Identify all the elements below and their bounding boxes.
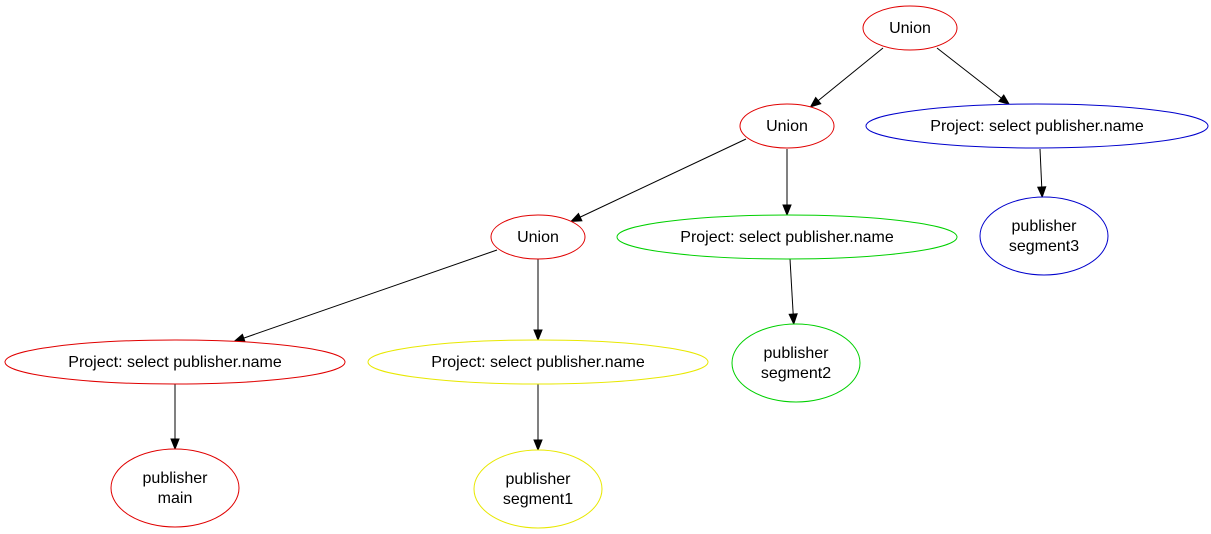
node-union_mid: Union — [739, 103, 835, 149]
arrow-head-icon — [782, 204, 792, 217]
edge-project_seg3-to-publisher_seg3 — [1036, 148, 1047, 199]
edge-union_mid-to-union_low — [569, 138, 747, 222]
node-ellipse — [110, 448, 240, 528]
node-ellipse — [490, 214, 586, 260]
node-publisher_seg1: publisher segment1 — [473, 449, 603, 529]
node-label: Union — [889, 20, 931, 37]
node-label: segment1 — [503, 491, 573, 508]
node-ellipse — [739, 103, 835, 149]
node-publisher_main: publisher main — [110, 448, 240, 528]
node-label: Project: select publisher.name — [930, 118, 1144, 135]
arrow-head-icon — [1036, 186, 1047, 199]
node-ellipse — [862, 5, 958, 51]
node-label: Union — [517, 229, 559, 246]
node-ellipse — [616, 214, 958, 260]
edge-line — [789, 258, 794, 315]
edge-line — [936, 47, 1002, 99]
arrow-head-icon — [997, 94, 1011, 106]
node-ellipse — [4, 339, 346, 385]
node-project_main: Project: select publisher.name — [4, 339, 346, 385]
arrow-head-icon — [533, 329, 543, 342]
arrow-head-icon — [569, 212, 583, 222]
node-label: Union — [766, 118, 808, 135]
edge-line — [1039, 148, 1043, 188]
node-project_seg3: Project: select publisher.name — [865, 103, 1209, 149]
arrow-head-icon — [533, 439, 543, 452]
edge-project_seg1-to-publisher_seg1 — [533, 384, 543, 452]
node-publisher_seg3: publisher segment3 — [979, 196, 1109, 276]
node-project_seg2: Project: select publisher.name — [616, 214, 958, 260]
node-project_seg1: Project: select publisher.name — [367, 339, 709, 385]
edge-line — [243, 249, 498, 339]
node-label: publisher — [764, 345, 830, 362]
node-ellipse — [979, 196, 1109, 276]
edge-project_seg2-to-publisher_seg2 — [788, 258, 798, 326]
node-ellipse — [865, 103, 1209, 149]
node-label: publisher — [1012, 218, 1078, 235]
arrow-head-icon — [233, 333, 246, 343]
edge-union_top-to-union_mid — [809, 47, 884, 108]
arrow-head-icon — [809, 96, 822, 108]
edges-layer — [170, 47, 1047, 452]
node-publisher_seg2: publisher segment2 — [731, 323, 861, 403]
node-label: Project: select publisher.name — [680, 229, 894, 246]
node-ellipse — [731, 323, 861, 403]
arrow-head-icon — [788, 313, 798, 326]
edge-project_main-to-publisher_main — [170, 384, 180, 451]
node-label: publisher — [143, 470, 209, 487]
edge-union_low-to-project_main — [233, 249, 498, 343]
node-ellipse — [473, 449, 603, 529]
edge-line — [817, 47, 884, 102]
edge-union_low-to-project_seg1 — [533, 259, 543, 342]
node-label: publisher — [506, 471, 572, 488]
edge-line — [579, 138, 747, 218]
node-label: Project: select publisher.name — [431, 354, 645, 371]
edge-union_top-to-project_seg3 — [936, 47, 1011, 106]
edge-union_mid-to-project_seg2 — [782, 149, 792, 217]
arrow-head-icon — [170, 438, 180, 451]
node-union_top: Union — [862, 5, 958, 51]
node-ellipse — [367, 339, 709, 385]
node-label: segment2 — [761, 365, 831, 382]
node-union_low: Union — [490, 214, 586, 260]
node-label: segment3 — [1009, 238, 1079, 255]
node-label: Project: select publisher.name — [68, 354, 282, 371]
node-label: main — [158, 490, 193, 507]
